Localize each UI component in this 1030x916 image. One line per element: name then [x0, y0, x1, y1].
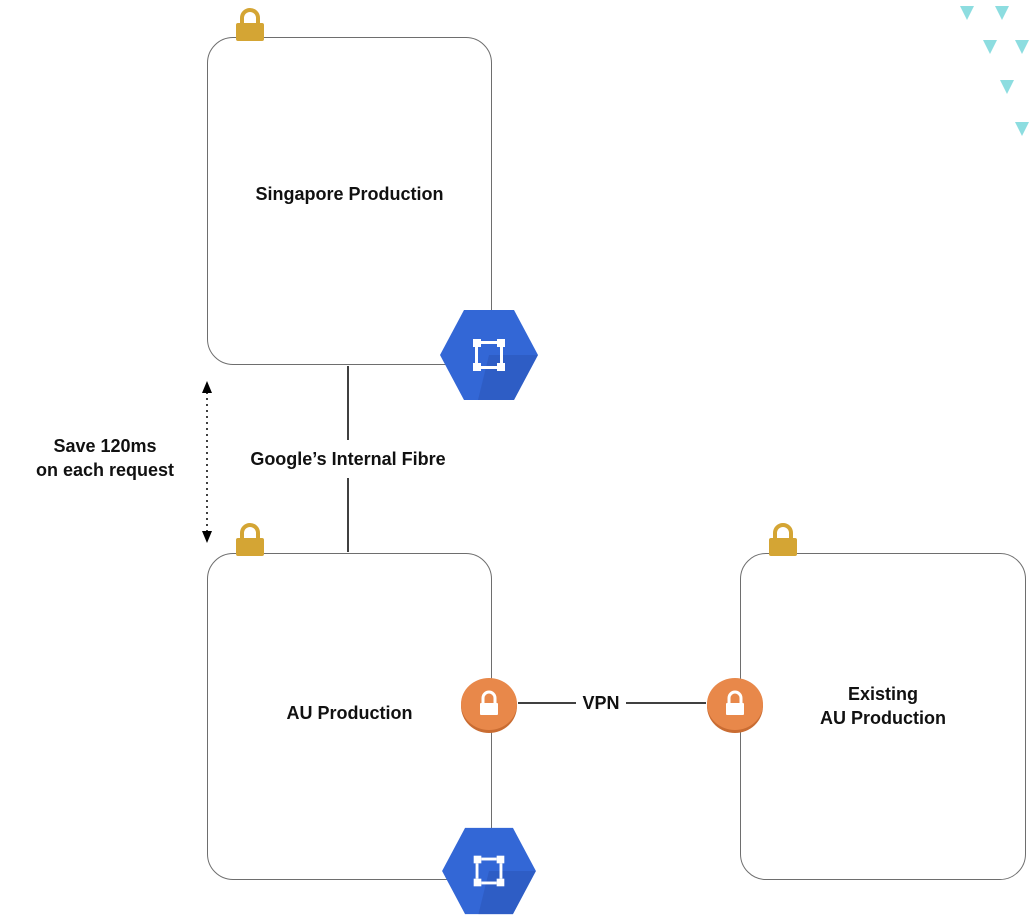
- au-production-box[interactable]: [207, 553, 492, 880]
- padlock-icon: [236, 8, 264, 41]
- existing-label-line1: Existing: [847, 684, 918, 704]
- latency-line1: Save 120ms: [53, 436, 157, 456]
- latency-annotation: Save 120ms on each request: [10, 434, 200, 482]
- vpn-lock-icon[interactable]: [458, 677, 520, 735]
- latency-arrow-head-down: [202, 531, 212, 543]
- existing-label-line2: AU Production: [820, 708, 946, 728]
- cloud-router-icon[interactable]: [438, 308, 540, 402]
- padlock-icon: [236, 523, 264, 556]
- cloud-router-icon[interactable]: [438, 826, 540, 916]
- fibre-label: Google’s Internal Fibre: [250, 449, 446, 469]
- vpn-lock-icon[interactable]: [704, 677, 766, 735]
- singapore-production-box[interactable]: [207, 37, 492, 365]
- existing-au-production-box[interactable]: [740, 553, 1026, 880]
- existing-au-production-label: Existing AU Production: [740, 682, 1026, 730]
- latency-line2: on each request: [35, 460, 175, 480]
- singapore-production-label: Singapore Production: [255, 184, 444, 204]
- padlock-icon: [769, 523, 797, 556]
- au-production-label: AU Production: [286, 703, 413, 723]
- latency-arrow-head-up: [202, 381, 212, 393]
- vpn-label: VPN: [582, 693, 620, 713]
